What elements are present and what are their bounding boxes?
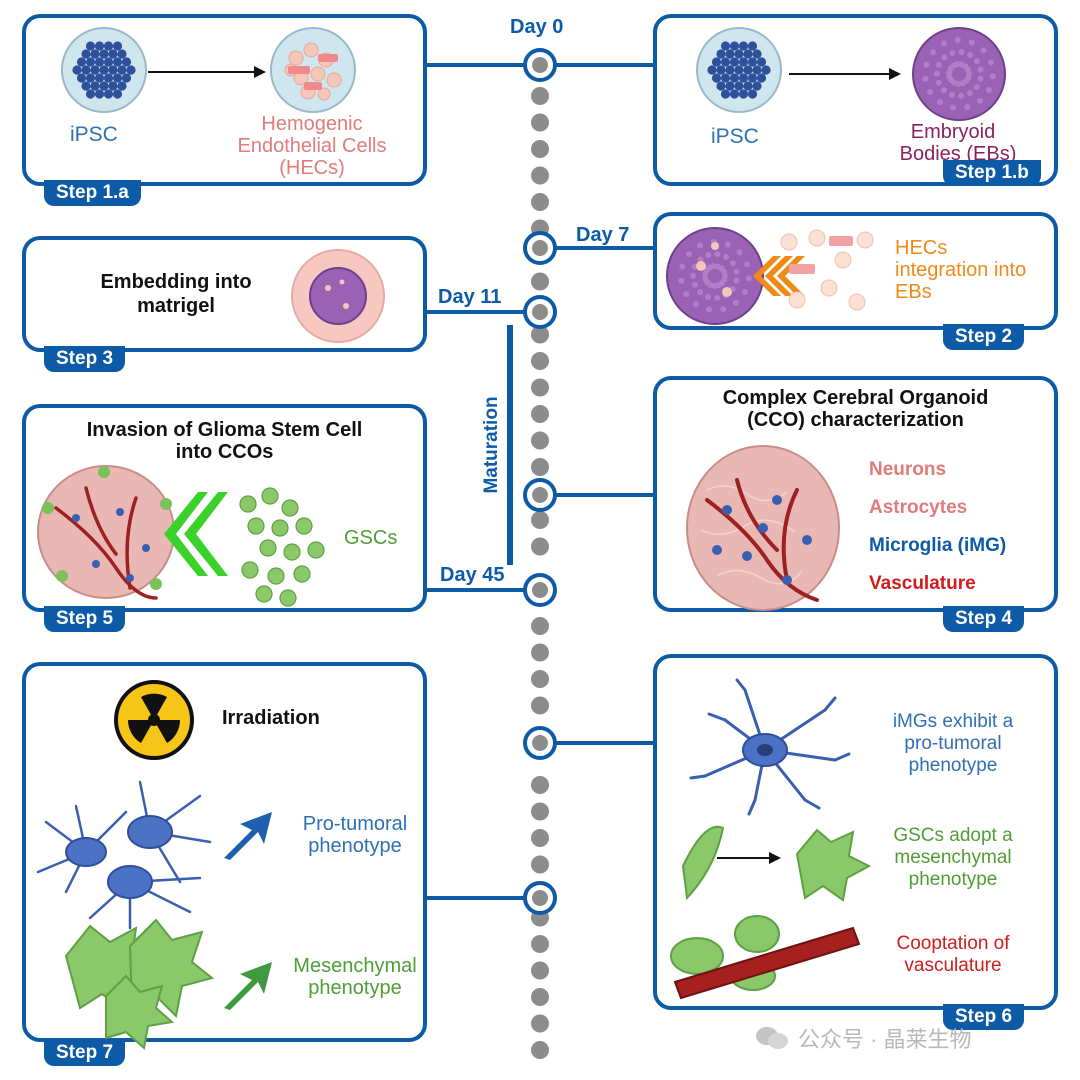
- organoid-illustration: [686, 445, 840, 611]
- step4-title-line2: (CCO) characterization: [747, 409, 964, 431]
- step5-title-line1: Invasion of Glioma Stem Cell: [86, 419, 363, 441]
- gsc-transition-icon: [681, 825, 872, 902]
- astrocytes-label: Astrocytes: [869, 497, 968, 518]
- matrigel-droplet-icon: [291, 249, 385, 343]
- step6-gsc-line1: GSCs adopt a: [893, 825, 1013, 846]
- ipsc-label: iPSC: [70, 123, 118, 146]
- step-1a-panel: iPSC Hemogenic Endothelial Cells (HECs): [22, 14, 427, 186]
- step6-img-line2: pro-tumoral: [904, 733, 1002, 754]
- vessel-cooptation-icon: [670, 915, 861, 1000]
- step5-title-line2: into CCOs: [175, 441, 274, 463]
- hec-dish-icon: [270, 27, 356, 113]
- gscs-label: GSCs: [344, 527, 398, 549]
- step6-illustrations: [670, 678, 872, 1000]
- step-1a-tag: Step 1.a: [44, 180, 141, 206]
- step2-text-line1: HECs: [895, 237, 948, 259]
- eb-label-line1: Embryoid: [910, 121, 996, 143]
- irradiation-label: Irradiation: [222, 707, 320, 729]
- green-chevrons-icon: [164, 492, 228, 576]
- step3-text-line2: matrigel: [137, 295, 215, 317]
- day-7-label: Day 7: [576, 224, 630, 246]
- arrow-up-green-icon: [224, 962, 272, 1010]
- vasculature-label: Vasculature: [869, 573, 976, 594]
- wechat-icon: [756, 1025, 790, 1051]
- step-7-panel: Irradiation Pro-tumoral phenotype Mesenc…: [22, 662, 427, 1050]
- step-6-tag: Step 6: [943, 1004, 1025, 1030]
- ipsc-dish-icon: [696, 27, 782, 113]
- ipsc-to-eb-illustration: [696, 27, 1006, 121]
- mesenchymal-line1: Mesenchymal: [293, 955, 417, 977]
- ipsc-label: iPSC: [711, 125, 759, 148]
- step-3-tag: Step 3: [44, 346, 126, 372]
- gsc-invasion-illustration: [37, 465, 325, 607]
- step2-text-line2: integration into: [895, 259, 1027, 281]
- pro-tumoral-line2: phenotype: [308, 835, 402, 857]
- embryoid-body-icon: [912, 27, 1006, 121]
- step6-coop-line1: Cooptation of: [896, 933, 1010, 954]
- maturation-label: Maturation: [481, 396, 502, 494]
- hec-label-line1: Hemogenic: [261, 113, 363, 135]
- step-6-panel: iMGs exhibit a pro-tumoral phenotype GSC…: [653, 654, 1058, 1010]
- step-2-panel: HECs integration into EBs: [653, 212, 1058, 330]
- step-3-panel: Embedding into matrigel: [22, 236, 427, 352]
- step3-text-line1: Embedding into: [100, 271, 252, 293]
- day-45-label: Day 45: [440, 564, 505, 586]
- ipsc-dish-icon: [61, 27, 147, 113]
- mesenchymal-line2: phenotype: [308, 977, 402, 999]
- hec-integration-illustration: [666, 227, 874, 325]
- step-4-panel: Complex Cerebral Organoid (CCO) characte…: [653, 376, 1058, 612]
- neurons-label: Neurons: [869, 459, 947, 480]
- step6-coop-line2: vasculature: [904, 955, 1002, 976]
- step6-img-line1: iMGs exhibit a: [892, 711, 1014, 732]
- step-2-tag: Step 2: [943, 324, 1025, 350]
- watermark-text: 公众号 · 晶莱生物: [798, 1027, 972, 1052]
- step4-title-line1: Complex Cerebral Organoid: [722, 387, 989, 409]
- hec-label-line2: Endothelial Cells: [237, 135, 387, 157]
- step-5-panel: Invasion of Glioma Stem Cell into CCOs G…: [22, 404, 427, 612]
- step6-gsc-line3: phenotype: [908, 869, 998, 890]
- step-1b-tag: Step 1.b: [943, 160, 1041, 186]
- step-1b-panel: iPSC Embryoid Bodies (EBs): [653, 14, 1058, 186]
- hec-label-line3: (HECs): [279, 157, 345, 179]
- step6-img-line3: phenotype: [908, 755, 998, 776]
- pro-tumoral-line1: Pro-tumoral: [302, 813, 408, 835]
- mesenchymal-gsc-cluster-icon: [64, 918, 215, 1050]
- step-4-tag: Step 4: [943, 606, 1025, 632]
- step-7-tag: Step 7: [44, 1040, 126, 1066]
- microglia-cluster-icon: [36, 780, 212, 930]
- watermark: 公众号 · 晶莱生物: [756, 1018, 972, 1058]
- day-0-label: Day 0: [510, 16, 564, 38]
- arrow-up-blue-icon: [224, 812, 272, 860]
- step-5-tag: Step 5: [44, 606, 126, 632]
- eb-label-line2: Bodies (EBs): [899, 143, 1017, 165]
- radiation-icon: [114, 680, 194, 760]
- ipsc-to-hec-illustration: [61, 27, 356, 113]
- day-11-label: Day 11: [438, 286, 502, 308]
- step2-text-line3: EBs: [895, 281, 932, 303]
- microglia-icon: [689, 678, 851, 816]
- microglia-label: Microglia (iMG): [869, 535, 1007, 556]
- step7-illustrations: [36, 680, 272, 1050]
- step6-gsc-line2: mesenchymal: [894, 847, 1012, 868]
